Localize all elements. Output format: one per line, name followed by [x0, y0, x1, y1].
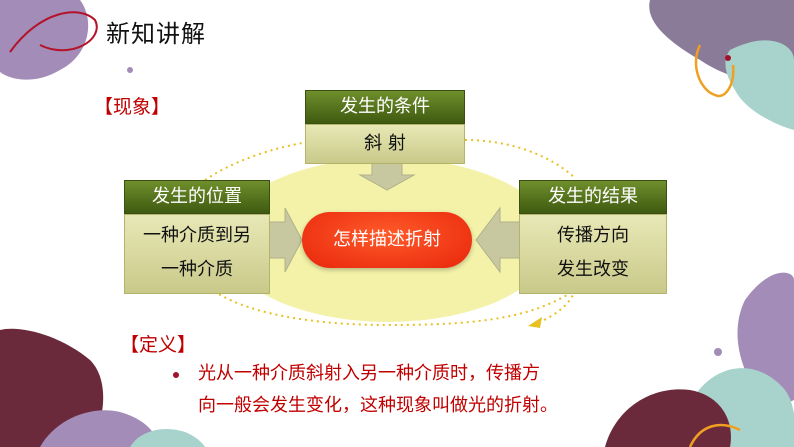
top-arc-right [464, 139, 576, 179]
position-header: 发生的位置 [124, 180, 270, 214]
purple-blob-bottom-left [40, 410, 159, 447]
purple-dot-small [127, 67, 133, 73]
arrow-left [475, 206, 521, 274]
red-dot-bottom-left [173, 372, 179, 378]
orange-ring [694, 44, 735, 98]
definition-line-2: 向一般会发生变化，这种现象叫做光的折射。 [198, 395, 558, 416]
teal-blob-right [725, 40, 794, 130]
definition-label: 【定义】 [120, 334, 197, 356]
phenomenon-label: 【现象】 [94, 96, 171, 118]
red-dot-right [725, 55, 731, 61]
condition-body: 斜 射 [305, 124, 465, 164]
position-box: 发生的位置 一种介质到另 一种介质 [124, 180, 270, 294]
red-curve-top-left [9, 11, 98, 53]
arc-arrowhead [528, 317, 542, 328]
definition-text: 光从一种介质斜射入另一种介质时，传播方 向一般会发生变化，这种现象叫做光的折射。 [198, 358, 598, 422]
condition-header: 发生的条件 [305, 90, 465, 124]
result-line-1: 传播方向 [557, 225, 629, 246]
definition-line-1: 光从一种介质斜射入另一种介质时，传播方 [198, 363, 540, 384]
position-line-1: 一种介质到另 [143, 225, 251, 246]
result-body: 传播方向 发生改变 [519, 214, 667, 294]
top-arc [204, 139, 331, 181]
teal-blob-bottom-left [130, 428, 205, 447]
purple-blob-top-left [0, 0, 89, 80]
center-question: 怎样描述折射 [302, 212, 472, 268]
page-title: 新知讲解 [106, 20, 206, 48]
position-line-2: 一种介质 [161, 259, 233, 280]
right-arc [539, 289, 576, 323]
result-box: 发生的结果 传播方向 发生改变 [519, 180, 667, 294]
purple-dot-bottom [714, 348, 722, 356]
position-body: 一种介质到另 一种介质 [124, 214, 270, 294]
result-header: 发生的结果 [519, 180, 667, 214]
condition-box: 发生的条件 斜 射 [305, 90, 465, 164]
orange-curve-bottom [688, 423, 741, 447]
result-line-2: 发生改变 [557, 259, 629, 280]
